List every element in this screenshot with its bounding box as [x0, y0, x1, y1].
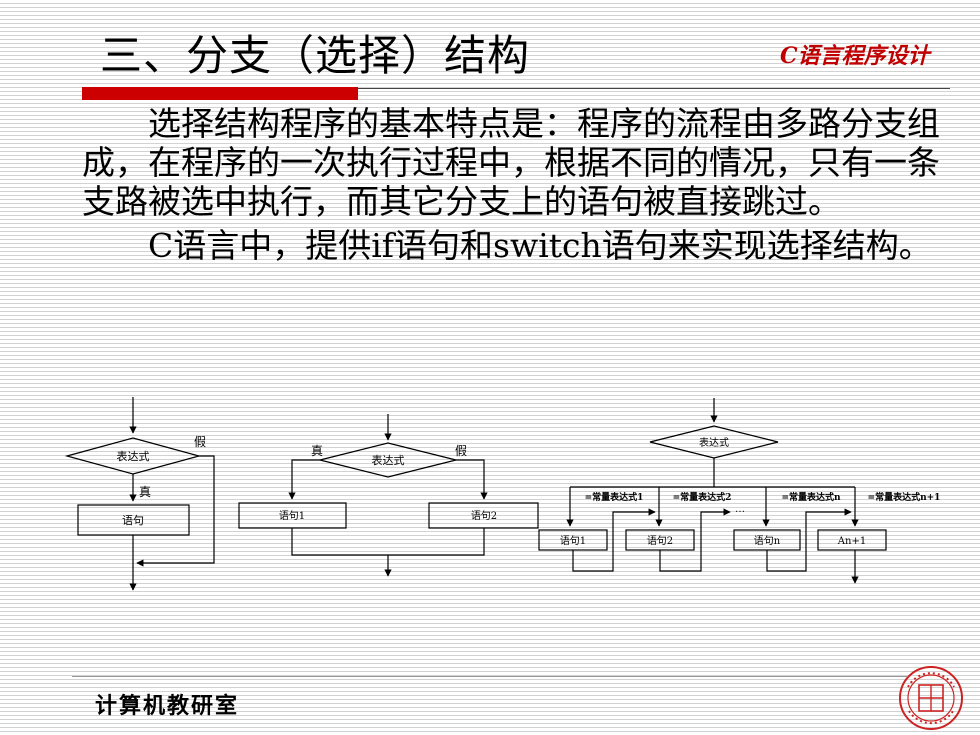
switch-statement-n-label: 语句n [754, 534, 781, 547]
course-logo: C语言程序设计 [780, 43, 930, 69]
switch-expression-diamond [649, 425, 779, 459]
flowchart-if [64, 397, 215, 591]
switch-case-n1-label: =常量表达式n+1 [868, 491, 941, 503]
title-accent-bar [82, 87, 358, 100]
title-rule [82, 88, 950, 89]
slide-title: 三、分支（选择）结构 [100, 31, 531, 80]
switch-statement-2-label: 语句2 [647, 534, 673, 547]
if-else-statement-2-label: 语句2 [471, 509, 497, 522]
if-expression-label: 表达式 [117, 449, 150, 463]
switch-statement-1-label: 语句1 [560, 534, 586, 547]
switch-case-n-label: =常量表达式n [781, 491, 841, 503]
if-else-true-label: 真 [311, 444, 323, 458]
flowchart-switch [538, 398, 887, 584]
footer-rule [72, 676, 907, 677]
switch-ellipsis: … [735, 504, 745, 515]
switch-case-1-label: =常量表达式1 [585, 491, 644, 503]
body-text: 选择结构程序的基本特点是：程序的流程由多路分支组成，在程序的一次执行过程中，根据… [82, 104, 952, 265]
flowchart-if-else [238, 414, 539, 577]
paragraph-c-statements: C语言中，提供if语句和switch语句来实现选择结构。 [148, 226, 932, 265]
if-true-label: 真 [139, 485, 151, 499]
switch-expression-label: 表达式 [699, 436, 729, 449]
university-seal-icon [899, 666, 963, 730]
switch-statement-n1-box [817, 529, 887, 551]
if-else-false-label: 假 [455, 444, 467, 458]
flowchart-diagrams: 表达式 假 真 语句 表达式 真 假 语句1 语句2 表达式 =常量表达式1 =… [64, 397, 941, 591]
if-false-label: 假 [194, 435, 206, 449]
if-else-expression-label: 表达式 [372, 453, 405, 467]
switch-statement-n1-label: An+1 [837, 536, 866, 547]
footer-department: 计算机教研室 [95, 693, 240, 719]
if-statement-label: 语句 [122, 514, 144, 527]
paragraph-branch-definition: 选择结构程序的基本特点是：程序的流程由多路分支组成，在程序的一次执行过程中，根据… [82, 104, 940, 221]
switch-case-2-label: =常量表达式2 [673, 491, 732, 503]
if-else-statement-1-label: 语句1 [279, 509, 305, 522]
seal-mark [899, 666, 963, 730]
